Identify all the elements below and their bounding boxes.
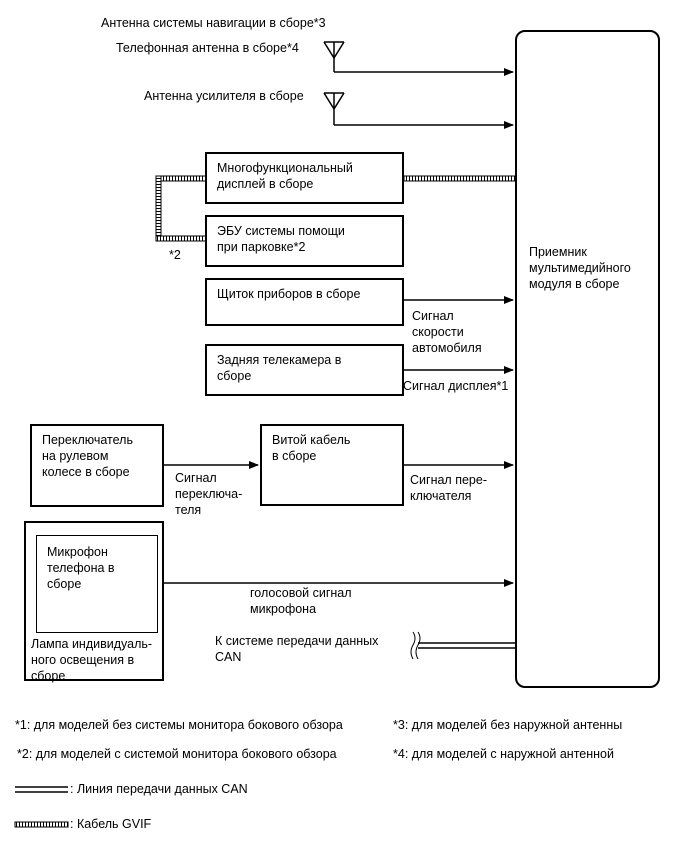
microphone-box: Микрофон телефона в сборе xyxy=(36,535,158,633)
lamp-box: Микрофон телефона в сборе Лампа индивиду… xyxy=(24,521,164,683)
meter-box: Щиток приборов в сборе xyxy=(205,278,404,326)
switch-signal-right-label: Сигнал пере- ключателя xyxy=(410,473,487,503)
display-signal-label: Сигнал дисплея*1 xyxy=(403,379,509,393)
footnote-3: *3: для моделей без наружной антенны xyxy=(393,718,623,732)
lamp-label: Лампа индивидуаль- ного освещения в сбор… xyxy=(31,637,153,683)
phone-antenna-label: Телефонная антенна в сборе*4 xyxy=(116,41,299,55)
legend-gvif-label: : Кабель GVIF xyxy=(70,817,152,831)
can-bus-line xyxy=(410,631,515,660)
steering-switch-box: Переключатель на рулевом колесе в сборе xyxy=(30,424,164,507)
gvif-cable-receiver xyxy=(403,175,516,182)
spiral-cable-box: Витой кабель в сборе xyxy=(260,424,404,506)
footnote-2: *2: для моделей с системой монитора боко… xyxy=(17,747,337,761)
amp-antenna-label: Антенна усилителя в сборе xyxy=(144,89,304,103)
legend-can-symbol xyxy=(15,786,68,793)
can-label: К системе передачи данных CAN xyxy=(215,634,379,664)
parking-ecu-box: ЭБУ системы помощи при парковке*2 xyxy=(205,215,404,267)
gvif-cable-bottom xyxy=(155,235,207,242)
rear-camera-label: Задняя телекамера в сборе xyxy=(217,353,342,383)
switch-signal-left-label: Сигнал переключа- теля xyxy=(175,471,243,517)
legend-gvif-symbol xyxy=(14,821,69,828)
gvif-note: *2 xyxy=(169,248,181,262)
multidisplay-label: Многофункциональный дисплей в сборе xyxy=(217,161,353,191)
speed-signal-label: Сигнал скорости автомобиля xyxy=(412,309,482,355)
antenna-icon xyxy=(323,92,345,125)
multidisplay-box: Многофункциональный дисплей в сборе xyxy=(205,152,404,204)
meter-label: Щиток приборов в сборе xyxy=(217,287,361,301)
footnote-4: *4: для моделей с наружной антенной xyxy=(393,747,614,761)
legend-can-label: : Линия передачи данных CAN xyxy=(70,782,248,796)
microphone-label: Микрофон телефона в сборе xyxy=(47,545,115,591)
spiral-cable-label: Витой кабель в сборе xyxy=(272,433,351,463)
gvif-cable-vertical xyxy=(155,175,162,242)
multimedia-receiver-box: Приемник мультимедийного модуля в сборе xyxy=(515,30,660,688)
parking-ecu-label: ЭБУ системы помощи при парковке*2 xyxy=(217,224,345,254)
mic-signal-label: голосовой сигнал микрофона xyxy=(250,586,352,616)
receiver-label: Приемник мультимедийного модуля в сборе xyxy=(529,245,631,291)
rear-camera-box: Задняя телекамера в сборе xyxy=(205,344,404,396)
antenna-icon xyxy=(323,41,345,72)
steering-switch-label: Переключатель на рулевом колесе в сборе xyxy=(42,433,133,479)
gvif-cable-top xyxy=(155,175,207,182)
footnote-1: *1: для моделей без системы монитора бок… xyxy=(15,718,343,732)
nav-antenna-label: Антенна системы навигации в сборе*3 xyxy=(101,16,326,30)
